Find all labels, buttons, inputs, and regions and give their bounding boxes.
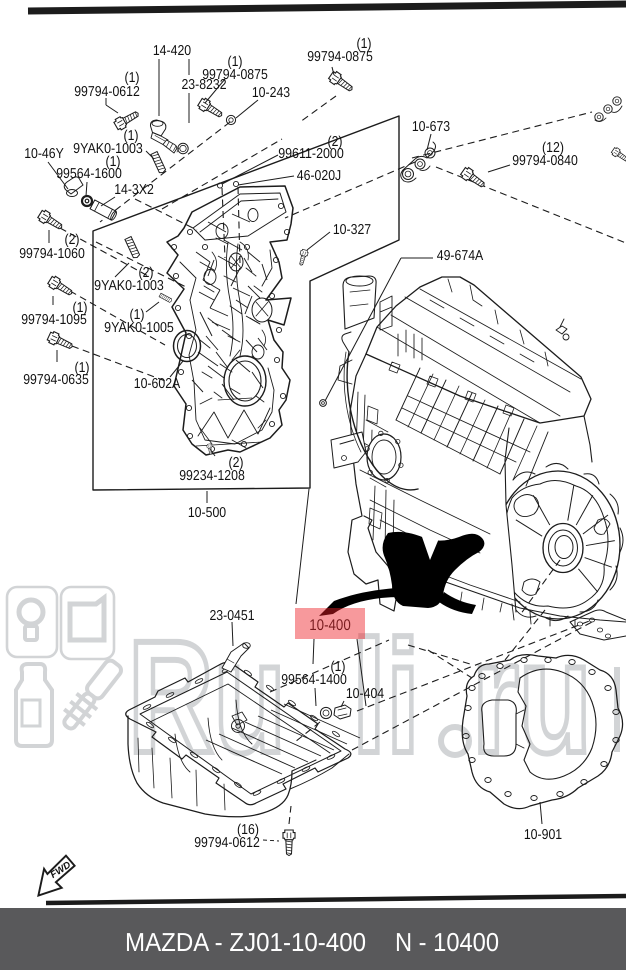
svg-text:99794-1095: 99794-1095 bbox=[21, 312, 87, 328]
svg-text:99794-0635: 99794-0635 bbox=[23, 372, 89, 388]
svg-text:14-420: 14-420 bbox=[153, 43, 191, 59]
svg-text:(2): (2) bbox=[328, 134, 343, 150]
svg-text:(1): (1) bbox=[106, 154, 121, 170]
svg-text:(2): (2) bbox=[139, 265, 154, 281]
svg-text:10-46Y: 10-46Y bbox=[24, 146, 64, 162]
svg-text:li: li bbox=[352, 607, 420, 786]
svg-text:46-020J: 46-020J bbox=[297, 168, 341, 184]
svg-text:(2): (2) bbox=[229, 455, 244, 471]
svg-text:9YAK0-1005: 9YAK0-1005 bbox=[104, 320, 174, 336]
svg-text:9YAK0-1003: 9YAK0-1003 bbox=[73, 141, 143, 157]
svg-text:N - 10400: N - 10400 bbox=[395, 927, 499, 957]
svg-text:(1): (1) bbox=[331, 659, 346, 675]
svg-text:10-243: 10-243 bbox=[252, 85, 290, 101]
svg-text:(1): (1) bbox=[228, 54, 243, 70]
svg-text:99794-0875: 99794-0875 bbox=[202, 67, 268, 83]
svg-text:10-400: 10-400 bbox=[309, 617, 351, 634]
svg-text:99234-1208: 99234-1208 bbox=[179, 468, 245, 484]
svg-text:(1): (1) bbox=[130, 307, 145, 323]
svg-text:99564-1600: 99564-1600 bbox=[56, 166, 122, 182]
svg-text:99794-1060: 99794-1060 bbox=[19, 246, 85, 262]
svg-text:(1): (1) bbox=[73, 300, 88, 316]
svg-text:(16): (16) bbox=[237, 822, 259, 838]
svg-text:(1): (1) bbox=[124, 128, 139, 144]
svg-text:99794-0875: 99794-0875 bbox=[307, 49, 373, 65]
svg-text:99611-2000: 99611-2000 bbox=[278, 146, 344, 162]
svg-text:10-901: 10-901 bbox=[524, 827, 562, 843]
svg-text:10-327: 10-327 bbox=[333, 222, 371, 238]
svg-text:99794-0840: 99794-0840 bbox=[512, 153, 578, 169]
svg-text:23-0451: 23-0451 bbox=[209, 608, 254, 624]
svg-text:49-674A: 49-674A bbox=[437, 248, 484, 264]
svg-text:9YAK0-1003: 9YAK0-1003 bbox=[94, 278, 164, 294]
svg-text:(1): (1) bbox=[125, 70, 140, 86]
svg-text:(12): (12) bbox=[542, 140, 564, 156]
svg-text:23-8232: 23-8232 bbox=[181, 77, 226, 93]
svg-text:99794-0612: 99794-0612 bbox=[194, 835, 260, 851]
svg-text:10-673: 10-673 bbox=[412, 119, 450, 135]
svg-text:99564-1400: 99564-1400 bbox=[281, 672, 347, 688]
svg-text:(1): (1) bbox=[75, 360, 90, 376]
svg-text:Ru: Ru bbox=[128, 607, 286, 786]
svg-text:10-500: 10-500 bbox=[188, 505, 226, 521]
svg-text:(2): (2) bbox=[65, 232, 80, 248]
svg-text:MAZDA - ZJ01-10-400: MAZDA - ZJ01-10-400 bbox=[125, 927, 366, 957]
svg-text:(1): (1) bbox=[357, 36, 372, 52]
svg-text:14-3X2: 14-3X2 bbox=[114, 182, 154, 198]
svg-text:10-602A: 10-602A bbox=[134, 376, 181, 392]
svg-text:99794-0612: 99794-0612 bbox=[74, 84, 140, 100]
svg-text:ru: ru bbox=[472, 607, 592, 786]
svg-text:10-404: 10-404 bbox=[346, 686, 384, 702]
